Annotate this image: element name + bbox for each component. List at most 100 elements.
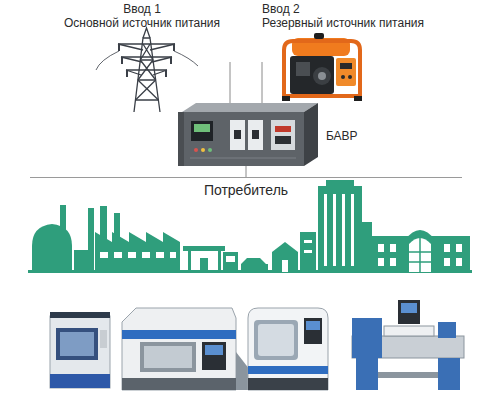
building-windows: [456, 258, 462, 266]
rack-device: [178, 103, 318, 166]
building-windows: [324, 194, 327, 266]
city-silhouette: [188, 251, 191, 272]
node-title: Ввод 1: [54, 2, 230, 16]
generator-icon: [282, 96, 290, 101]
building-windows: [390, 258, 396, 266]
generator-icon: [354, 96, 362, 101]
rack-device: [178, 112, 184, 166]
rack-device: [230, 120, 245, 150]
generator-icon: [341, 75, 345, 79]
building-windows: [114, 252, 122, 258]
city-silhouette: [28, 270, 472, 273]
generator-icon: [336, 58, 356, 86]
power-line: [262, 62, 263, 103]
rack-device: [182, 112, 304, 166]
rack-device: [304, 103, 318, 166]
generator-icon: [348, 75, 352, 79]
lathe-machine: [438, 322, 456, 338]
cnc-lathe: [140, 342, 196, 372]
city-silhouette: [326, 180, 354, 188]
machining-center: [304, 318, 322, 344]
generator-icon: [313, 67, 331, 85]
machining-center: [258, 324, 294, 356]
building-windows: [170, 252, 176, 258]
building-windows: [378, 258, 384, 266]
machining-center: [306, 321, 320, 330]
city-silhouette: [74, 250, 90, 272]
rack-device: [190, 158, 296, 159]
rack-device: [191, 121, 213, 141]
building-windows: [304, 250, 312, 253]
city-silhouette: [60, 205, 66, 272]
cnc-lathe: [205, 345, 223, 355]
power-pylon: [136, 60, 159, 100]
node-title: Ввод 2: [262, 2, 462, 16]
building-windows: [378, 244, 384, 252]
generator-icon: [284, 94, 360, 98]
rack-device: [252, 130, 259, 139]
generator-icon: [318, 72, 326, 80]
rack-device: [194, 148, 198, 152]
building-windows: [304, 240, 312, 243]
building-windows: [128, 252, 136, 258]
power-pylon: [118, 44, 175, 70]
rack-device: [194, 124, 210, 132]
building-arch-lines: [409, 236, 431, 272]
machining-center: [248, 308, 328, 390]
building-windows: [156, 252, 164, 258]
power-pylon: [119, 44, 174, 77]
city-silhouette: [95, 232, 180, 242]
generator-icon: [284, 41, 360, 98]
city-silhouette: [300, 232, 316, 272]
rack-device: [182, 103, 318, 112]
node-subtitle: Резервный источник питания: [262, 16, 462, 30]
rack-device: [275, 126, 291, 132]
cnc-lathe: [122, 308, 236, 390]
machine-enclosure: [50, 312, 110, 318]
building-windows: [333, 194, 336, 266]
transfer-device: БАВР: [182, 103, 318, 166]
machine-enclosure: [50, 374, 110, 388]
consumer-bus: Потребитель: [30, 177, 462, 201]
city-silhouette: [218, 251, 221, 272]
machine-enclosure: [50, 316, 110, 388]
node-subtitle: Основной источник питания: [54, 16, 230, 30]
lathe-machine: [378, 372, 438, 378]
cnc-lathe: [122, 330, 236, 339]
lathe-machine: [352, 318, 382, 358]
building-windows: [351, 194, 354, 266]
building-windows: [390, 244, 396, 252]
generator-icon: [282, 33, 362, 101]
rack-device: [208, 148, 212, 152]
lathe-machine: [438, 358, 460, 390]
generator-icon: [290, 56, 334, 94]
city-silhouette: [200, 258, 208, 272]
city-silhouette: [223, 252, 238, 272]
city-silhouette: [372, 236, 470, 272]
power-pylon: [96, 51, 198, 70]
machining-center: [254, 320, 298, 360]
main-input: Ввод 1Основной источник питания: [54, 0, 230, 110]
building-windows: [444, 244, 450, 252]
machine-enclosure: [50, 312, 110, 388]
lathe-machine: [398, 300, 420, 324]
building-windows: [342, 194, 345, 266]
cnc-lathe: [202, 342, 226, 370]
building-windows: [456, 244, 462, 252]
generator-icon: [340, 63, 352, 69]
rack-device: [271, 120, 295, 150]
building-windows: [282, 260, 288, 272]
city-silhouette: [241, 258, 268, 272]
building-windows: [100, 194, 462, 272]
building-windows: [142, 252, 150, 258]
lathe-machine: [384, 326, 434, 336]
rack-device: [248, 120, 263, 150]
power-pylon: [96, 28, 198, 112]
lathe-machine: [401, 303, 417, 313]
cnc-lathe: [122, 308, 250, 390]
city-silhouette: [28, 180, 472, 273]
cnc-lathe: [122, 378, 236, 390]
rack-device: [201, 148, 205, 152]
building-windows: [444, 258, 450, 266]
